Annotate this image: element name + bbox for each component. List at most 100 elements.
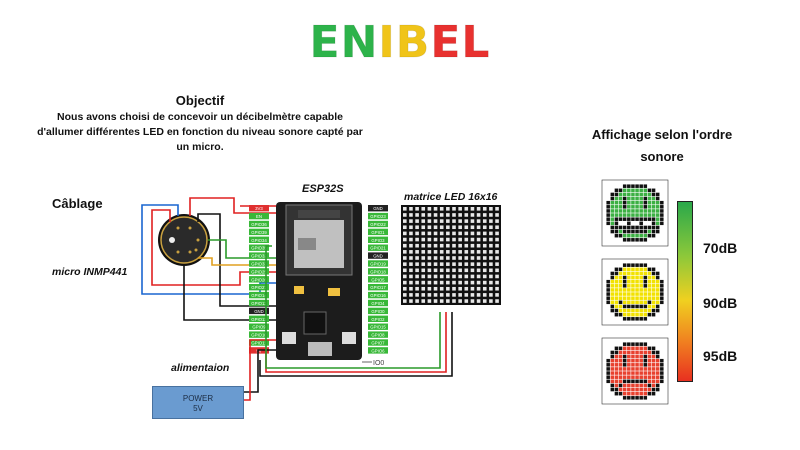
smiley-pixel [610, 209, 615, 213]
led-pixel [495, 213, 499, 217]
pin-label: GPIO8 [371, 333, 385, 338]
smiley-pixel [643, 188, 648, 193]
pin-label: GPIO36 [251, 222, 267, 227]
smiley-pixel [622, 375, 627, 379]
smiley-pixel [655, 300, 660, 305]
led-pixel [439, 219, 444, 223]
pin-tag [249, 268, 269, 275]
smiley-pixel [610, 292, 615, 296]
smiley-pixel [618, 375, 623, 379]
smiley-pixel [639, 346, 643, 351]
smiley-pixel [655, 229, 660, 234]
smiley-pixel [622, 233, 627, 238]
smiley-pixel [635, 391, 639, 396]
smiley-pixel [622, 238, 627, 242]
led-pixel [476, 293, 481, 297]
logo-letter: B [395, 17, 431, 68]
smiley-pixel [643, 263, 648, 267]
pin-label: GPIO34 [251, 238, 267, 243]
smiley-pixel [622, 383, 627, 388]
smiley-pixel [622, 229, 627, 234]
smiley-pixel [635, 342, 639, 346]
smiley-pixel [622, 396, 627, 400]
led-pixel [458, 262, 462, 266]
pin-tag [249, 228, 269, 236]
smiley-pixel [631, 205, 635, 209]
led-pixel [482, 231, 487, 236]
led-pixel [415, 256, 419, 260]
smiley-pixel [618, 367, 623, 371]
smiley-pixel [622, 284, 627, 288]
smiley-pixel [651, 213, 656, 217]
smiley-pixel [606, 209, 610, 213]
smiley-pixel [631, 375, 635, 379]
smiley-pixel [635, 358, 639, 363]
smiley-pixel [618, 346, 623, 351]
smiley-pixel [614, 229, 619, 234]
led-pixel [470, 293, 475, 297]
smiley-pixel [610, 217, 615, 221]
smiley-pixel [627, 200, 631, 205]
pin-label: GND [373, 254, 383, 259]
smiley-pixel [655, 371, 660, 375]
led-pixel [482, 250, 487, 254]
smiley-pixel [618, 200, 623, 205]
smiley-pixel [655, 200, 660, 205]
led-pixel [403, 262, 407, 266]
smiley-pixel [635, 396, 639, 400]
smiley-pixel [622, 267, 627, 272]
pin-label: GPIO22 [370, 222, 386, 227]
led-pixel [489, 280, 493, 285]
smiley-pixel [660, 367, 664, 371]
pin-label: GPIO10 [251, 333, 267, 338]
pin-label: GPIO1 [371, 230, 385, 235]
led-pixel [409, 237, 413, 242]
smiley-pixel [643, 342, 648, 346]
smiley-pixel [655, 225, 660, 230]
smiley-pixel [631, 279, 635, 284]
led-pixel [427, 256, 432, 260]
smiley-pixel [606, 296, 610, 300]
led-pixel [452, 250, 456, 254]
smiley-pixel [655, 279, 660, 284]
smiley-pixel [614, 346, 619, 351]
led-pixel [427, 207, 432, 211]
smiley-pixel [647, 391, 652, 396]
led-pixel [427, 286, 432, 291]
smiley-pixel [614, 225, 619, 230]
led-pixel [427, 243, 432, 248]
led-pixel [489, 293, 493, 297]
smiley-pixel [631, 229, 635, 234]
led-pixel [433, 299, 438, 303]
led-pixel [476, 274, 481, 279]
pin-label: 3V3 [255, 206, 263, 211]
smiley-pixel [660, 284, 664, 288]
smiley-pixel [639, 267, 643, 272]
smiley-pixel [614, 375, 619, 379]
esp32-left-pins: 3V3ENGPIO36GPIO39GPIO34GPIO35GPIO32GPIO3… [249, 205, 269, 354]
smiley-pixel [627, 350, 631, 355]
smiley-pixel [643, 296, 648, 300]
smiley-pixel [635, 279, 639, 284]
led-pixel [433, 262, 438, 266]
led-pixel [495, 231, 499, 236]
smiley-pixel [639, 205, 643, 209]
led-pixel [452, 268, 456, 273]
smiley-pixel [627, 229, 631, 234]
led-pixel [482, 237, 487, 242]
smiley-pixel [610, 192, 615, 197]
led-pixel [421, 250, 426, 254]
led-pixel [458, 219, 462, 223]
pin-label: GPIO25 [251, 269, 267, 274]
smiley-pixel [610, 296, 615, 300]
led-pixel [476, 262, 481, 266]
smiley-pixel [631, 209, 635, 213]
led-pixel [482, 213, 487, 217]
smiley-pixel [643, 213, 648, 217]
smiley-pixel [622, 367, 627, 371]
microphone-module [158, 214, 210, 266]
smiley-pixel [655, 205, 660, 209]
smiley-pixel [643, 221, 648, 226]
smiley-pixel [660, 200, 664, 205]
smiley-pixel [631, 363, 635, 367]
